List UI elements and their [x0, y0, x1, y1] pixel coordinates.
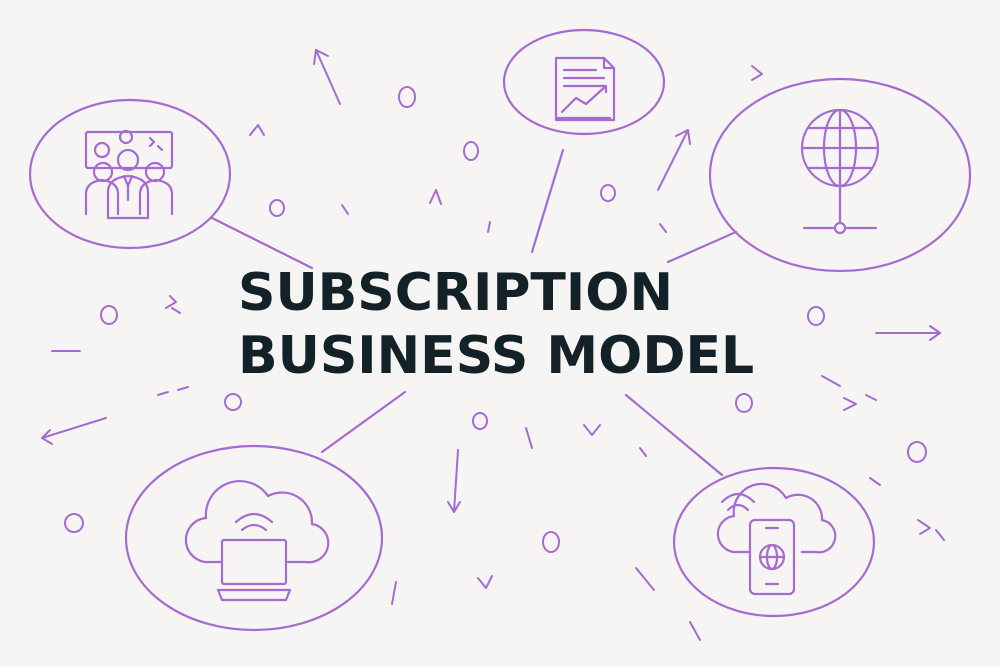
node-cloud-laptop	[124, 444, 384, 632]
node-globe	[708, 77, 972, 273]
node-ellipse	[708, 77, 972, 273]
diagram-title: SUBSCRIPTION BUSINESS MODEL	[238, 262, 754, 388]
title-line-2: BUSINESS MODEL	[238, 326, 755, 386]
node-ellipse	[124, 444, 384, 632]
decorative-chevrons	[165, 65, 931, 589]
globe-network-icon	[800, 108, 880, 235]
decorative-dashes	[51, 204, 945, 641]
decorative-arrows	[41, 49, 941, 513]
decorative-circles	[64, 86, 927, 553]
report-chart-icon	[554, 56, 616, 122]
node-cloud-phone	[672, 466, 876, 618]
node-ellipse	[28, 98, 232, 250]
team-money-icon	[84, 129, 174, 220]
cloud-laptop-wifi-icon	[184, 480, 330, 602]
node-report	[502, 28, 666, 136]
cloud-smartphone-globe-icon	[716, 482, 837, 596]
title-line-1: SUBSCRIPTION	[238, 263, 673, 323]
node-ellipse	[502, 28, 666, 136]
node-ellipse	[672, 466, 876, 618]
node-team-money	[28, 98, 232, 250]
connector-lines	[210, 148, 738, 477]
